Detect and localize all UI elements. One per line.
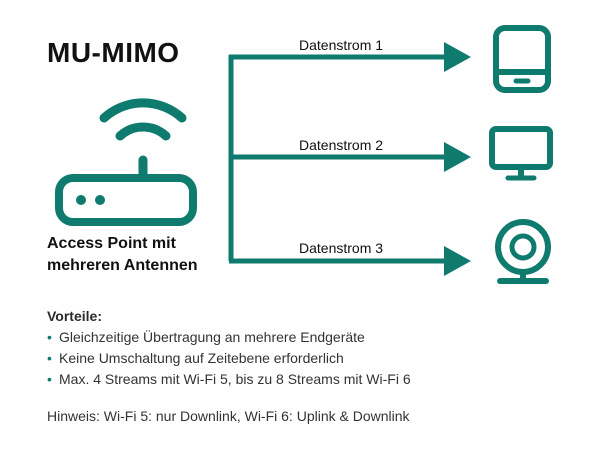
advantages-section: Vorteile: • Gleichzeitige Übertragung an… [47, 306, 411, 390]
hint-text: Hinweis: Wi-Fi 5: nur Downlink, Wi-Fi 6:… [47, 408, 410, 424]
wifi-arc-inner [115, 122, 171, 141]
router-led-1 [76, 195, 86, 205]
advantages-heading: Vorteile: [47, 308, 102, 324]
router-icon [55, 98, 197, 226]
access-point-label: Access Point mit mehreren Antennen [47, 233, 198, 277]
advantage-item: • Gleichzeitige Übertragung an mehrere E… [47, 327, 411, 348]
advantage-item: • Keine Umschaltung auf Zeitebene erford… [47, 348, 411, 369]
advantage-item: • Max. 4 Streams mit Wi-Fi 5, bis zu 8 S… [47, 369, 411, 390]
stream-label-2: Datenstrom 2 [299, 137, 384, 153]
diagram-title: MU-MIMO [47, 37, 180, 68]
access-point-label-line2: mehreren Antennen [47, 257, 198, 274]
stream-arrow-1 [444, 42, 471, 72]
bullet: • [47, 350, 52, 366]
router-body [55, 174, 197, 226]
stream-label-1: Datenstrom 1 [299, 37, 384, 53]
stream-arrow-3 [444, 246, 471, 276]
wifi-arc-outer [99, 98, 187, 123]
advantage-text: Keine Umschaltung auf Zeitebene erforder… [59, 350, 344, 366]
router-led-2 [95, 195, 105, 205]
stream-label-3: Datenstrom 3 [299, 240, 384, 256]
tablet-icon [493, 25, 551, 93]
stream-arrow-2 [444, 142, 471, 172]
bullet: • [47, 371, 52, 387]
advantage-text: Max. 4 Streams mit Wi-Fi 5, bis zu 8 Str… [59, 371, 411, 387]
webcam-icon [495, 219, 551, 284]
access-point-label-line1: Access Point mit [47, 235, 176, 252]
monitor-icon [489, 126, 553, 181]
advantage-text: Gleichzeitige Übertragung an mehrere End… [59, 329, 365, 345]
stream-lines [228, 42, 471, 276]
bullet: • [47, 329, 52, 345]
